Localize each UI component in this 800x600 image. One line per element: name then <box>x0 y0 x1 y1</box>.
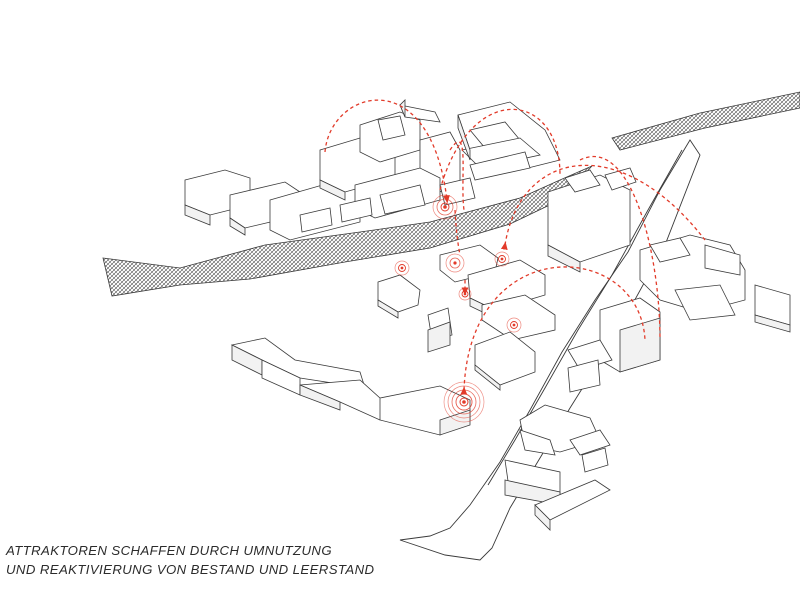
attractor-target-west <box>394 260 410 276</box>
attractor-target-large-south <box>443 381 485 423</box>
caption-line-2: UND REAKTIVIERUNG VON BESTAND UND LEERST… <box>6 562 375 577</box>
railway-strip-hatched <box>611 91 800 151</box>
attractor-target-north <box>432 194 458 220</box>
attractor-target-east <box>506 317 522 333</box>
diagram-caption: ATTRAKTOREN SCHAFFEN DURCH UMNUTZUNG UND… <box>6 541 374 579</box>
attractor-target-center-east <box>494 251 510 267</box>
southwest-long-buildings <box>230 337 471 436</box>
east-building-cluster <box>599 234 791 373</box>
attractor-target-center <box>445 253 465 273</box>
caption-line-1: ATTRAKTOREN SCHAFFEN DURCH UMNUTZUNG <box>6 543 333 558</box>
attractor-target-middle <box>458 287 472 301</box>
road-edge-line <box>487 149 683 486</box>
southeast-building-cluster <box>504 339 613 531</box>
northwest-building-cluster <box>184 99 461 241</box>
central-east-complex <box>547 167 637 273</box>
attractor-arcs <box>324 99 706 395</box>
central-buildings <box>377 244 556 391</box>
